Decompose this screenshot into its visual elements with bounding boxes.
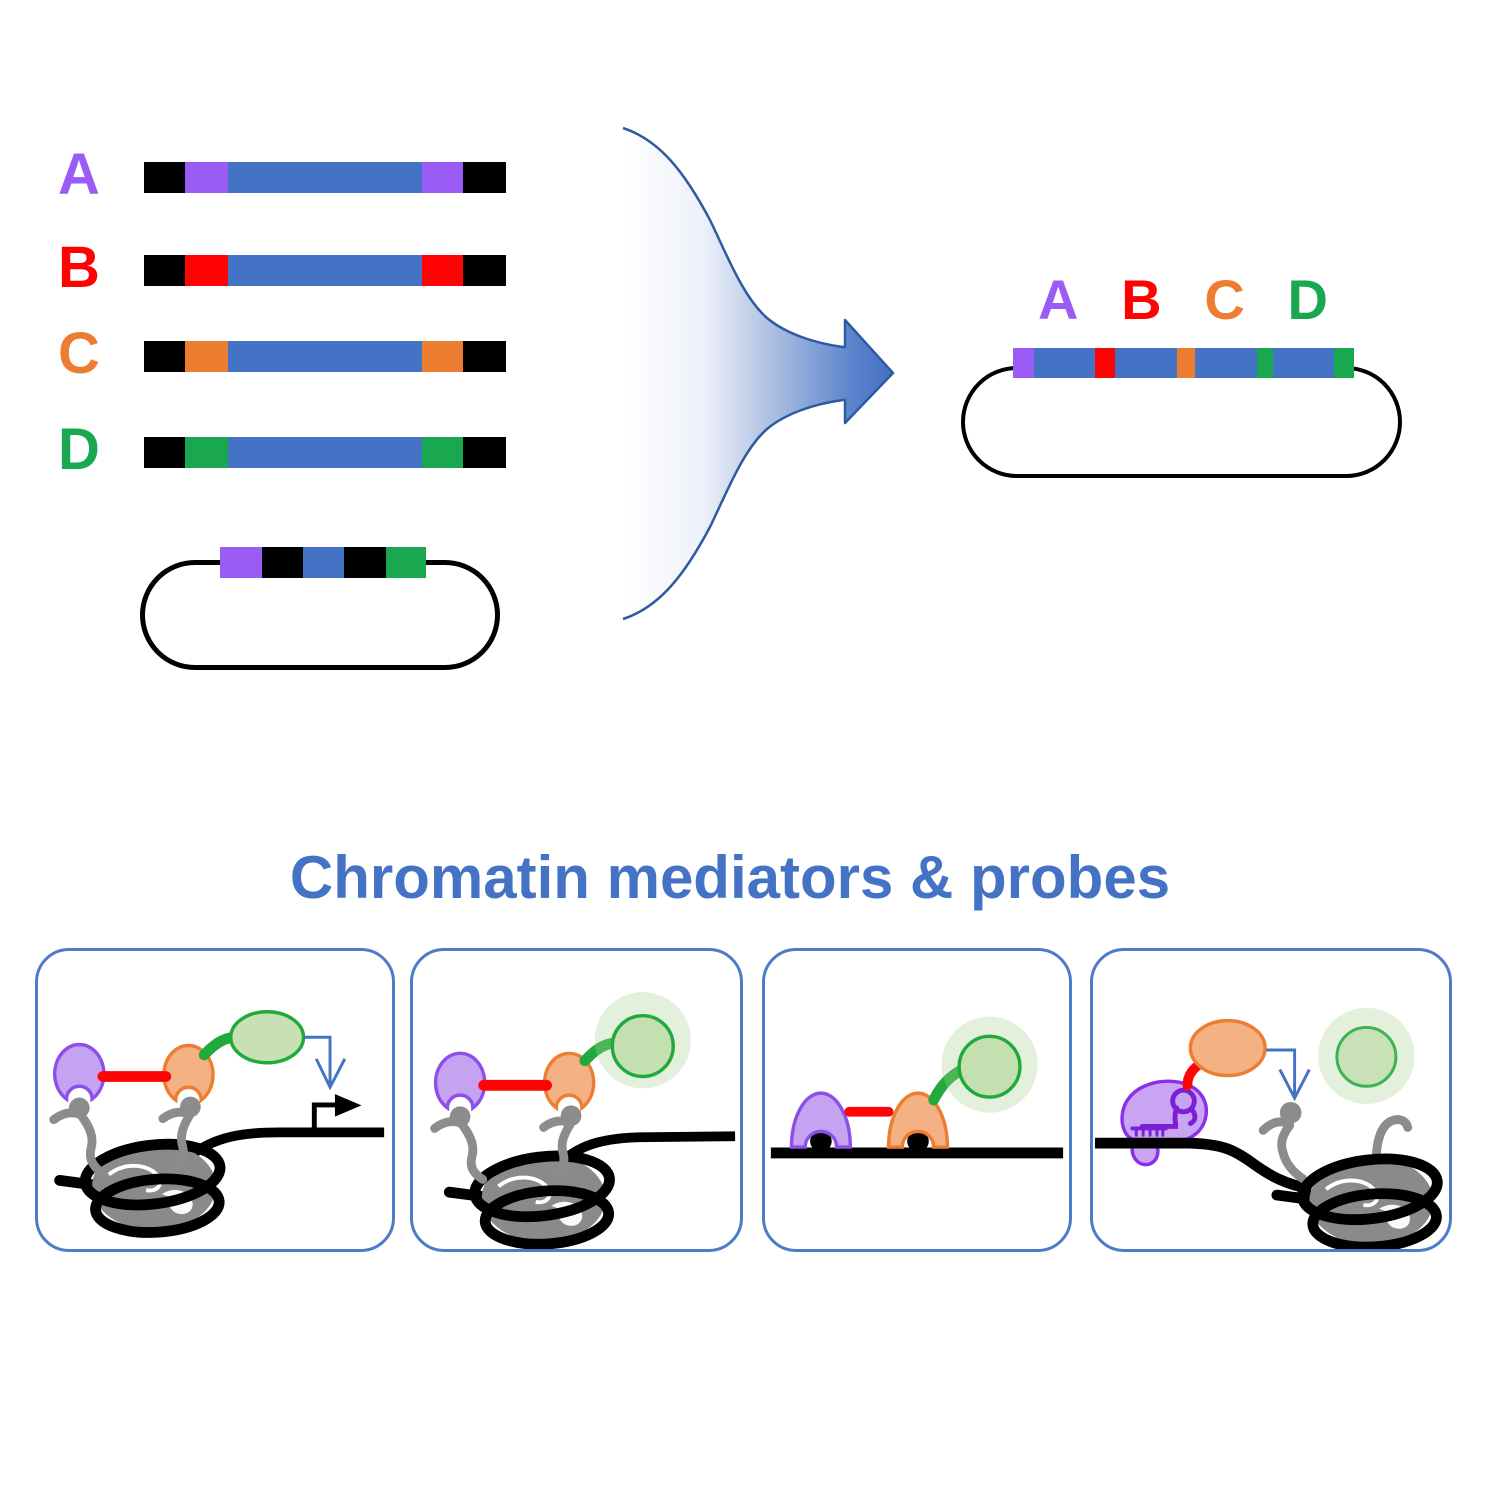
blue-recruitment-arrow xyxy=(304,1035,347,1091)
right-homology-segment xyxy=(422,255,463,286)
junction-a xyxy=(1013,348,1034,378)
histone-tail-right xyxy=(1371,1115,1413,1166)
fragment-bar-a xyxy=(144,162,506,193)
panel-histone-readers-activator xyxy=(35,948,395,1252)
green-activator-probe xyxy=(229,1010,306,1065)
core-segment xyxy=(228,341,422,372)
purple-reader-domain xyxy=(433,1051,487,1112)
orange-effector-dome xyxy=(886,1091,950,1149)
vector-segment-purple xyxy=(220,547,262,578)
junction-d xyxy=(1257,348,1273,378)
fragment-bar-d xyxy=(144,437,506,468)
core-segment xyxy=(228,437,422,468)
blue-recruitment-arrow xyxy=(1266,1048,1311,1102)
right-end-segment xyxy=(463,437,506,468)
panel-histone-readers-fluorescent-probe xyxy=(410,948,743,1252)
right-end-segment xyxy=(463,341,506,372)
product-bar xyxy=(1013,348,1354,378)
fragment-label-d: D xyxy=(58,417,100,482)
histone-tail-left xyxy=(49,1097,108,1178)
fragment-bar-c xyxy=(144,341,506,372)
fragment-bar-b xyxy=(144,255,506,286)
purple-reader-domain xyxy=(53,1042,106,1103)
panel-1-drawing xyxy=(49,1010,385,1249)
left-end-segment xyxy=(144,162,185,193)
right-homology-segment xyxy=(422,341,463,372)
product-label-a: A xyxy=(1038,268,1079,331)
panel-dna-methylation-readers xyxy=(762,948,1072,1252)
dna-line xyxy=(1094,1137,1313,1195)
vector-segment-blue xyxy=(303,547,344,578)
fragment-label-c: C xyxy=(58,321,100,386)
product-backbone xyxy=(961,366,1402,478)
vector-segment-black xyxy=(262,547,303,578)
core-segment xyxy=(228,162,422,193)
promoter-arrow-icon xyxy=(311,1102,336,1131)
section-title: Chromatin mediators & probes xyxy=(289,844,1171,911)
orange-effector-domain xyxy=(1188,1018,1267,1078)
green-connector xyxy=(928,1065,966,1106)
entry-vector-bar xyxy=(220,547,426,578)
panel-dcas9-effector xyxy=(1090,948,1452,1252)
histone-tail-target xyxy=(1258,1101,1307,1183)
right-homology-segment xyxy=(422,437,463,468)
left-end-segment xyxy=(144,255,185,286)
sgrna-glyph xyxy=(1130,1087,1198,1137)
insert-blue xyxy=(1195,348,1257,378)
junction-c xyxy=(1177,348,1195,378)
histone-tail-right xyxy=(158,1096,201,1171)
left-end-segment xyxy=(144,341,185,372)
histone-tail-right xyxy=(539,1105,582,1177)
left-homology-segment xyxy=(185,162,228,193)
junction-b xyxy=(1095,348,1115,378)
green-fluorescent-probe xyxy=(610,1013,675,1079)
orange-effector-domain xyxy=(542,1051,596,1112)
green-connector xyxy=(579,1037,618,1067)
left-homology-segment xyxy=(185,341,228,372)
panel-2-drawing xyxy=(430,992,736,1249)
product-label-d: D xyxy=(1287,268,1328,331)
junction-d-end xyxy=(1334,348,1354,378)
right-end-segment xyxy=(463,255,506,286)
right-homology-segment xyxy=(422,162,463,193)
assembly-funnel-arrow xyxy=(622,126,895,621)
nucleosome xyxy=(1277,1152,1441,1249)
left-homology-segment xyxy=(185,255,228,286)
funnel-outline xyxy=(622,126,895,621)
product-label-c: C xyxy=(1204,268,1245,331)
fragment-label-a: A xyxy=(58,142,100,207)
insert-blue xyxy=(1273,348,1334,378)
vector-segment-black xyxy=(344,547,386,578)
insert-blue xyxy=(1115,348,1177,378)
nucleosome xyxy=(60,1137,224,1236)
left-end-segment xyxy=(144,437,185,468)
histone-tail-left xyxy=(430,1106,488,1184)
product-label-b: B xyxy=(1121,268,1162,331)
green-fluorescent-probe xyxy=(1335,1025,1398,1088)
methyl-mark-dot xyxy=(907,1130,929,1152)
methyl-mark-dot xyxy=(810,1130,832,1152)
funnel-fill xyxy=(623,128,893,619)
panel-4-drawing xyxy=(1094,1007,1449,1249)
orange-effector-domain xyxy=(162,1043,215,1104)
product-site-labels: A B C D xyxy=(1038,272,1328,328)
purple-reader-dome xyxy=(789,1091,853,1149)
vector-segment-green xyxy=(386,547,426,578)
left-homology-segment xyxy=(185,437,228,468)
insert-blue xyxy=(1034,348,1095,378)
panel-3-drawing xyxy=(770,1016,1064,1159)
promoter-arrowhead-icon xyxy=(334,1094,362,1117)
right-end-segment xyxy=(463,162,506,193)
core-segment xyxy=(228,255,422,286)
green-fluorescent-probe xyxy=(957,1034,1022,1099)
fragment-label-b: B xyxy=(58,235,100,300)
